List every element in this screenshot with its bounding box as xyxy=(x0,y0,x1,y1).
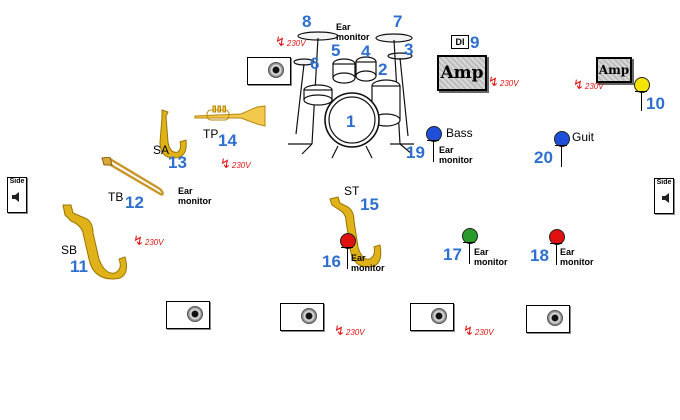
mic-number-18: 18 xyxy=(530,246,549,265)
power-outlet-icon: 230V xyxy=(275,35,306,48)
drum-number-7: 7 xyxy=(393,12,403,31)
side-label: Side xyxy=(656,179,672,186)
instrument-number-12: 12 xyxy=(125,193,144,212)
st-label: ST xyxy=(344,184,360,198)
microphone-stand-bar xyxy=(463,242,475,243)
drum-number-1: 1 xyxy=(346,112,356,131)
microphone-icon xyxy=(340,233,356,249)
side-fill-speaker-icon: Side xyxy=(7,177,27,213)
microphone-icon xyxy=(462,228,478,244)
di-number-9: 9 xyxy=(470,33,480,52)
instrument-number-11: 11 xyxy=(70,257,88,276)
mic-number-10: 10 xyxy=(646,94,665,113)
instrument-number-14: 14 xyxy=(218,131,237,150)
instrument-number-15: 15 xyxy=(360,195,379,214)
drum-number-3: 3 xyxy=(404,40,414,59)
microphone-stand-bar xyxy=(555,145,567,146)
microphone-stand xyxy=(469,242,470,264)
mic-number-16: 16 xyxy=(322,252,341,271)
vocal-16-ear-monitor-label: Ear monitor xyxy=(351,253,385,273)
microphone-icon xyxy=(634,77,650,93)
di-box-icon: DI xyxy=(451,35,469,49)
sa-label: SA xyxy=(153,143,170,157)
power-outlet-icon: 230V xyxy=(463,324,494,337)
vocal-17-ear-monitor-label: Ear monitor xyxy=(474,247,508,267)
bass-amp-icon: Amp xyxy=(437,55,487,91)
microphone-stand-bar xyxy=(341,247,353,248)
wedge-monitor-icon xyxy=(410,303,454,331)
microphone-icon xyxy=(554,131,570,147)
mic-number-19: 19 xyxy=(406,143,425,162)
tp-label: TP xyxy=(203,127,219,141)
power-outlet-icon: 230V xyxy=(133,234,164,247)
saxophone-icon xyxy=(159,109,187,159)
microphone-stand-bar xyxy=(550,243,562,244)
microphone-stand-bar xyxy=(427,140,439,141)
tb-label: TB xyxy=(108,190,124,204)
microphone-stand xyxy=(433,140,434,162)
microphone-stand xyxy=(641,91,642,111)
horns-ear-monitor-label: Ear monitor xyxy=(178,186,212,206)
wedge-monitor-icon xyxy=(526,305,570,333)
trombone-icon xyxy=(101,157,164,197)
side-fill-speaker-icon: Side xyxy=(654,178,674,214)
saxophone-icon xyxy=(62,204,127,280)
microphone-icon xyxy=(549,229,565,245)
microphone-icon xyxy=(426,126,442,142)
drum-ear-monitor-label: Ear monitor xyxy=(336,22,370,42)
mic-number-17: 17 xyxy=(443,245,462,264)
bass-label: Bass xyxy=(446,126,473,140)
microphone-stand xyxy=(347,247,348,269)
wedge-monitor-icon xyxy=(166,301,210,329)
power-outlet-icon: 230V xyxy=(220,157,251,170)
drum-kit-icon xyxy=(288,31,414,159)
power-outlet-icon: 230V xyxy=(488,75,519,88)
wedge-monitor-icon xyxy=(280,303,324,331)
drum-number-4: 4 xyxy=(361,42,371,61)
instrument-number-13: 13 xyxy=(168,153,187,172)
power-outlet-icon: 230V xyxy=(573,78,604,91)
guit-label: Guit xyxy=(572,130,595,144)
saxophone-icon xyxy=(329,196,382,268)
microphone-stand-bar xyxy=(635,91,647,92)
drum-number-2: 2 xyxy=(378,60,388,79)
mic-number-20: 20 xyxy=(534,148,553,167)
drum-number-5: 5 xyxy=(331,41,341,60)
wedge-monitor-icon xyxy=(247,57,291,85)
side-label: Side xyxy=(9,178,25,185)
power-outlet-icon: 230V xyxy=(334,324,365,337)
sb-label: SB xyxy=(61,243,78,257)
vocal-18-ear-monitor-label: Ear monitor xyxy=(560,247,594,267)
drum-number-6: 6 xyxy=(310,54,320,73)
microphone-stand xyxy=(556,243,557,265)
drum-number-8: 8 xyxy=(302,12,312,31)
bass-ear-monitor-label: Ear monitor xyxy=(439,145,473,165)
microphone-stand xyxy=(561,145,562,167)
trumpet-icon xyxy=(194,105,266,127)
